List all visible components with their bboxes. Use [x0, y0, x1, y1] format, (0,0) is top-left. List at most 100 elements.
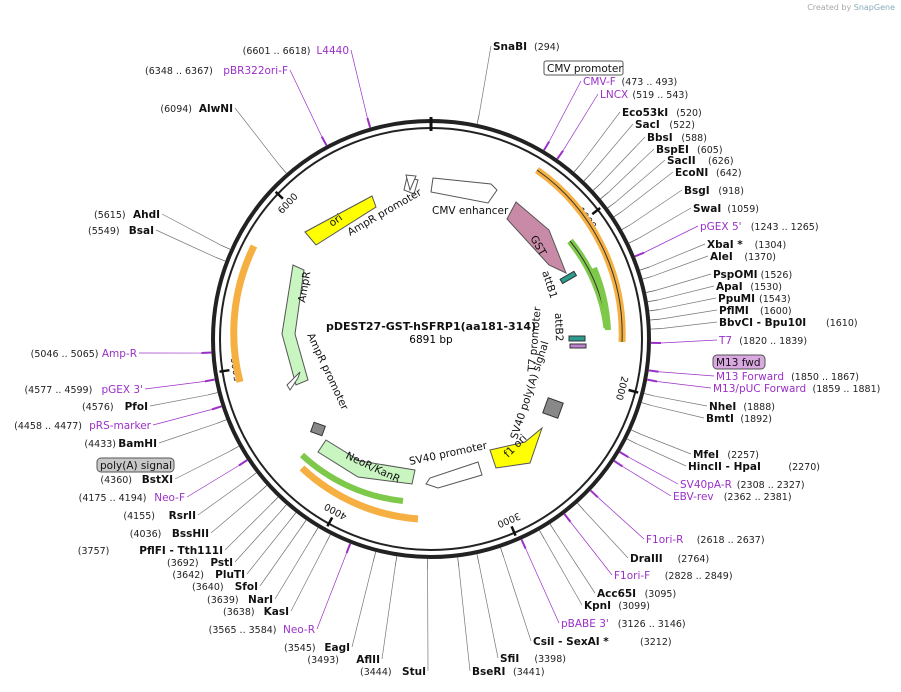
leader-line [597, 497, 645, 540]
site-name: PspOMI [713, 269, 758, 281]
site-tick [647, 378, 658, 383]
m13-fwd-box [712, 354, 766, 370]
ampr-arrow [281, 264, 309, 386]
leader-line [478, 563, 499, 659]
sv40pa-box [542, 397, 564, 419]
site-position: (5615) [94, 210, 126, 221]
site-name: M13/pUC Forward [713, 383, 806, 395]
site-tick [476, 554, 480, 564]
leader-line [635, 443, 687, 467]
site-position: (3099) [618, 601, 650, 612]
site-name: SnaBI [493, 41, 527, 53]
leader-line [583, 510, 629, 559]
green-arc-bottom [299, 452, 404, 504]
site-position: (3639) [207, 595, 239, 606]
site-tick [289, 512, 297, 521]
leader-line [144, 381, 205, 390]
primer-label: pBABE 3' (3126 .. 3146) [520, 539, 686, 630]
leader-line [637, 207, 692, 239]
site-tick [641, 402, 652, 406]
attb2-box [568, 335, 586, 342]
site-name: pBABE 3' [561, 618, 609, 630]
leader-line [381, 566, 396, 660]
site-name: BspEI [656, 144, 689, 156]
site-tick [201, 351, 212, 355]
enzyme-label: AlwNI(6094) [160, 103, 287, 174]
site-labels: SnaBI(294)CMV-F(473 .. 493)LNCX(519 .. 5… [14, 41, 880, 678]
leader-line [652, 255, 709, 277]
site-name: DraIII [630, 553, 663, 565]
tick-mark [274, 190, 284, 200]
site-tick [238, 459, 248, 467]
plasmid-name: pDEST27-GST-hSFRP1(aa181-314) [326, 320, 536, 333]
site-position: (2270) [788, 462, 820, 473]
tick-label: 4000 [323, 500, 349, 521]
site-position: (1820 .. 1839) [739, 336, 807, 347]
site-name: SacII [667, 155, 696, 167]
credit-prefix: Created by [807, 3, 852, 12]
tick-mark [591, 206, 601, 216]
leader-line [600, 136, 646, 184]
leader-line [316, 552, 347, 630]
site-position: (918) [718, 186, 744, 197]
leader-line [658, 371, 715, 377]
green-arc-right-2 [591, 266, 611, 331]
site-name: SV40pA-R [680, 479, 732, 491]
site-position: (294) [534, 42, 560, 53]
site-name: PpuMI [718, 293, 755, 305]
primer-label: EBV-rev(2362 .. 2381) [613, 460, 792, 503]
site-position: (2362 .. 2381) [724, 492, 792, 503]
site-name: CMV-F [583, 76, 616, 88]
site-tick [647, 299, 658, 303]
site-position: (3126 .. 3146) [618, 619, 686, 630]
site-tick [631, 429, 641, 435]
site-name: M13 Forward [716, 371, 784, 383]
site-position: (1530) [750, 282, 782, 293]
enzyme-label: SacI(522) [583, 119, 695, 182]
tick-mark [628, 388, 639, 394]
enzyme-label: BamHI(4433) [84, 419, 227, 450]
site-name: pBR322ori-F [223, 65, 288, 77]
site-name: PflFI - Tth111I [139, 545, 223, 557]
site-position: (3640) [192, 582, 224, 593]
site-position: (3757) [78, 546, 110, 557]
site-tick [644, 393, 654, 397]
site-tick [539, 530, 545, 540]
site-position: (6094) [160, 104, 192, 115]
tick-mark [219, 368, 230, 373]
site-tick [270, 496, 279, 505]
f1-ori-arrow [489, 426, 544, 469]
site-position: (4155) [123, 511, 155, 522]
feature-label-ampr-promoter-left: AmpR promoter [304, 331, 350, 412]
site-tick [543, 141, 550, 151]
site-name: MfeI [693, 449, 719, 461]
site-name: F1ori-F [614, 570, 650, 582]
site-position: (3638) [223, 607, 255, 618]
leader-line [234, 512, 281, 563]
site-position: (6601 .. 6618) [243, 46, 311, 57]
leader-line [615, 159, 666, 203]
leader-line [149, 394, 208, 407]
site-position: (3565 .. 3584) [209, 625, 277, 636]
site-name: pGEX 3' [101, 384, 143, 396]
site-position: (1059) [727, 204, 759, 215]
site-position: (5549) [88, 226, 120, 237]
primer-label: CMV-F(473 .. 493) [543, 76, 677, 151]
leader-line [651, 405, 705, 419]
enzyme-label: AflII(3493) [307, 556, 398, 666]
site-tick [300, 519, 307, 529]
ampr-promoter-arrow-top [405, 174, 417, 192]
leader-line [161, 213, 222, 246]
enzyme-label: Eco53kI(520) [573, 107, 702, 173]
site-name: BseRI [472, 666, 505, 678]
leader-line [644, 225, 699, 253]
site-name: pRS-marker [89, 420, 152, 432]
leader-line [657, 381, 712, 389]
site-position: (626) [708, 156, 734, 167]
site-name: NarI [248, 594, 273, 606]
enzyme-label: SacII (626) [607, 155, 734, 209]
leader-line [289, 69, 323, 137]
leader-line [197, 478, 249, 516]
primer-label: pGEX 5'(1243 .. 1265) [634, 221, 819, 258]
enzyme-label: PstI(3692) [167, 504, 287, 569]
